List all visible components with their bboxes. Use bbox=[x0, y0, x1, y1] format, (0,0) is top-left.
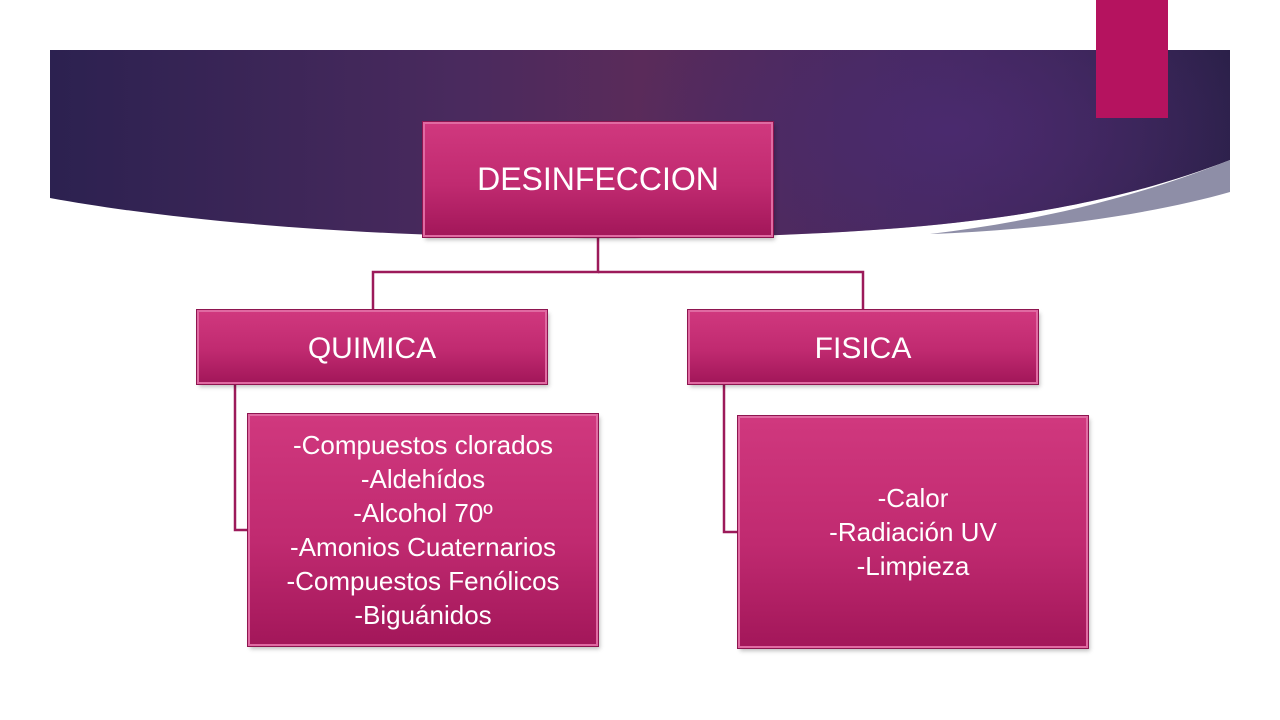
list-item: -Alcohol 70º bbox=[353, 498, 493, 528]
list-item: -Calor bbox=[877, 483, 949, 513]
quimica-items-box: -Compuestos clorados -Aldehídos -Alcohol… bbox=[248, 414, 598, 646]
root-node: DESINFECCION bbox=[423, 122, 773, 237]
branch-node-label: FISICA bbox=[814, 332, 912, 365]
connector-quimica-to-list bbox=[233, 384, 248, 532]
root-node-label: DESINFECCION bbox=[477, 161, 719, 197]
connector-root-to-quimica bbox=[371, 237, 600, 310]
connector-root-to-fisica bbox=[598, 270, 865, 310]
connector-fisica-to-list bbox=[722, 382, 738, 534]
list-item: -Compuestos Fenólicos bbox=[286, 566, 560, 596]
branch-node-label: QUIMICA bbox=[307, 332, 437, 365]
list-item: -Amonios Cuaternarios bbox=[290, 532, 556, 562]
list-item: -Limpieza bbox=[856, 551, 970, 581]
accent-bar bbox=[1096, 0, 1168, 118]
list-item: -Compuestos clorados bbox=[292, 430, 554, 460]
branch-node-quimica: QUIMICA bbox=[197, 310, 547, 384]
branch-node-fisica: FISICA bbox=[688, 310, 1038, 384]
list-item: -Biguánidos bbox=[354, 600, 492, 630]
fisica-items-box: -Calor -Radiación UV -Limpieza bbox=[738, 416, 1088, 648]
list-item: -Radiación UV bbox=[829, 517, 997, 547]
list-item: -Aldehídos bbox=[360, 464, 486, 494]
